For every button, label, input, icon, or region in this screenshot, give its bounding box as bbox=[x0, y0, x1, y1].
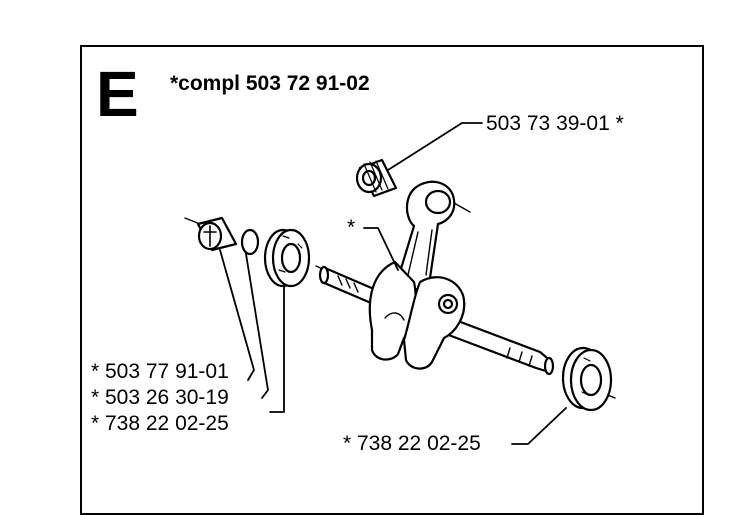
leader-crank-mark bbox=[363, 227, 399, 271]
assembly-title: *compl 503 72 91-02 bbox=[170, 72, 370, 95]
crankshaft-exploded-view bbox=[184, 122, 616, 445]
right-ball-bearing bbox=[561, 346, 613, 412]
label-left-ball-bearing: * 738 22 02-25 bbox=[91, 412, 229, 435]
label-rod-bearing: 503 73 39-01 * bbox=[486, 112, 624, 135]
crank-webs bbox=[368, 260, 466, 370]
leader-left-ball-bearing bbox=[269, 283, 285, 413]
connecting-rod bbox=[398, 180, 456, 292]
label-right-ball-bearing: * 738 22 02-25 bbox=[343, 432, 481, 455]
label-crank-mark: * bbox=[347, 216, 356, 239]
rod-needle-bearing bbox=[355, 158, 398, 198]
circlip bbox=[240, 228, 260, 256]
leader-circlip bbox=[245, 253, 269, 399]
right-shaft bbox=[444, 316, 555, 376]
leader-right-ball-bearing bbox=[511, 407, 567, 445]
label-needle-bearing: * 503 77 91-01 bbox=[91, 360, 229, 383]
needle-bearing-small bbox=[196, 216, 238, 252]
leader-needle-bearing bbox=[219, 249, 255, 381]
leader-rod-bearing bbox=[387, 122, 483, 171]
leader-lines bbox=[219, 122, 567, 445]
section-letter: E bbox=[96, 58, 139, 130]
label-circlip: * 503 26 30-19 bbox=[91, 386, 229, 409]
left-ball-bearing bbox=[263, 228, 311, 288]
